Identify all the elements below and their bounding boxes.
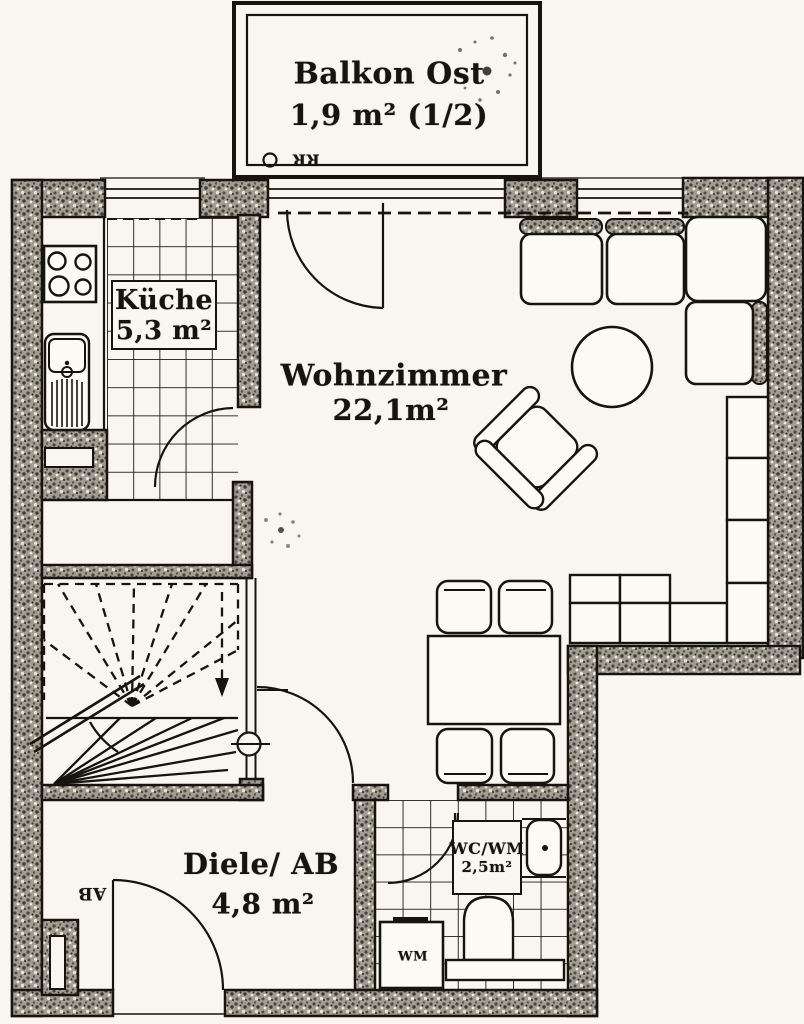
livingroom-furniture bbox=[426, 215, 770, 785]
dining-chair bbox=[499, 727, 556, 785]
toilet bbox=[444, 895, 566, 982]
wall-top-mid-pier bbox=[198, 178, 270, 219]
wall-kitchen-east-lower bbox=[231, 480, 254, 580]
balcony-outline bbox=[232, 1, 542, 179]
stairs-direction-arrow bbox=[215, 678, 229, 697]
wc-fixtures bbox=[378, 818, 566, 990]
sideboard bbox=[568, 573, 729, 645]
wall-hall-wc-partition bbox=[353, 798, 377, 992]
dining-chair bbox=[497, 579, 554, 635]
balcony-door bbox=[285, 203, 385, 310]
washbasin bbox=[522, 818, 566, 878]
wall-niches bbox=[44, 447, 94, 990]
window-jambs bbox=[104, 184, 684, 212]
sink-drainer-ribs bbox=[51, 379, 83, 427]
wc-label: WC/WM bbox=[449, 839, 525, 858]
livingroom-door bbox=[256, 685, 355, 784]
livingroom-area-label: 22,1m² bbox=[332, 393, 450, 427]
coffee-table bbox=[570, 325, 654, 409]
kitchen-area-label: 5,3 m² bbox=[115, 315, 213, 346]
washing-machine bbox=[378, 917, 445, 990]
staircase bbox=[29, 578, 288, 786]
wall-stairs-north bbox=[40, 563, 254, 580]
photocopy-stain-livingroom bbox=[264, 512, 301, 548]
wc-area-label: 2,5m² bbox=[461, 858, 513, 876]
wall-wc-north-b bbox=[456, 783, 570, 802]
wall-left bbox=[10, 178, 44, 1018]
wall-hall-north bbox=[40, 783, 265, 802]
wall-wc-north-a bbox=[351, 783, 390, 802]
window-glazing bbox=[105, 188, 683, 199]
stairs-lower-flight bbox=[46, 716, 239, 786]
kitchen-niche bbox=[44, 447, 94, 468]
shaft-slot bbox=[49, 935, 66, 990]
dining-chair bbox=[435, 727, 494, 785]
wall-bottom-right bbox=[223, 988, 599, 1018]
stove bbox=[42, 244, 98, 304]
wall-top-window-pier bbox=[503, 178, 579, 219]
stairs-wreath-curve bbox=[88, 721, 119, 753]
windows bbox=[100, 177, 688, 215]
wall-kitchen-east bbox=[236, 213, 262, 409]
kitchen-sink bbox=[43, 332, 91, 432]
kitchen-door bbox=[153, 406, 234, 488]
kitchen-label: Küche bbox=[114, 284, 214, 316]
washing-machine-mark: WM bbox=[398, 949, 428, 965]
balcony-area-label: 1,9 m² (1/2) bbox=[289, 98, 489, 132]
wall-right-lower bbox=[566, 644, 599, 1018]
wall-shelf-unit bbox=[725, 395, 770, 645]
sofa-seats bbox=[519, 215, 768, 386]
kitchen-floor-tiles bbox=[107, 218, 238, 500]
dining-set bbox=[426, 579, 562, 785]
wall-right-upper bbox=[766, 176, 804, 660]
entrance-door bbox=[111, 878, 225, 991]
storage-ab-mark: AB bbox=[77, 883, 107, 903]
photocopy-stain-balcony bbox=[458, 36, 517, 102]
kitchen-label-box: Küche 5,3 m² bbox=[111, 280, 217, 350]
balcony-label: Balkon Ost bbox=[293, 56, 485, 92]
hall-label: Diele/ AB bbox=[182, 847, 340, 881]
kitchen-floor-edges bbox=[102, 218, 238, 502]
dining-table bbox=[426, 634, 562, 726]
doors bbox=[111, 203, 460, 991]
wall-livingroom-bottom bbox=[566, 644, 802, 676]
armchair bbox=[473, 385, 599, 511]
hall-area-label: 4,8 m² bbox=[211, 887, 315, 921]
dining-chair bbox=[435, 579, 493, 635]
wc-label-box: WC/WM 2,5m² bbox=[449, 820, 525, 895]
kitchen-fixtures bbox=[42, 244, 98, 432]
balcony-drain-symbol bbox=[262, 152, 278, 168]
stairs-cut-line bbox=[29, 674, 145, 754]
balcony-rr-mark: RR bbox=[292, 150, 320, 170]
livingroom-label: Wohnzimmer bbox=[280, 358, 508, 394]
